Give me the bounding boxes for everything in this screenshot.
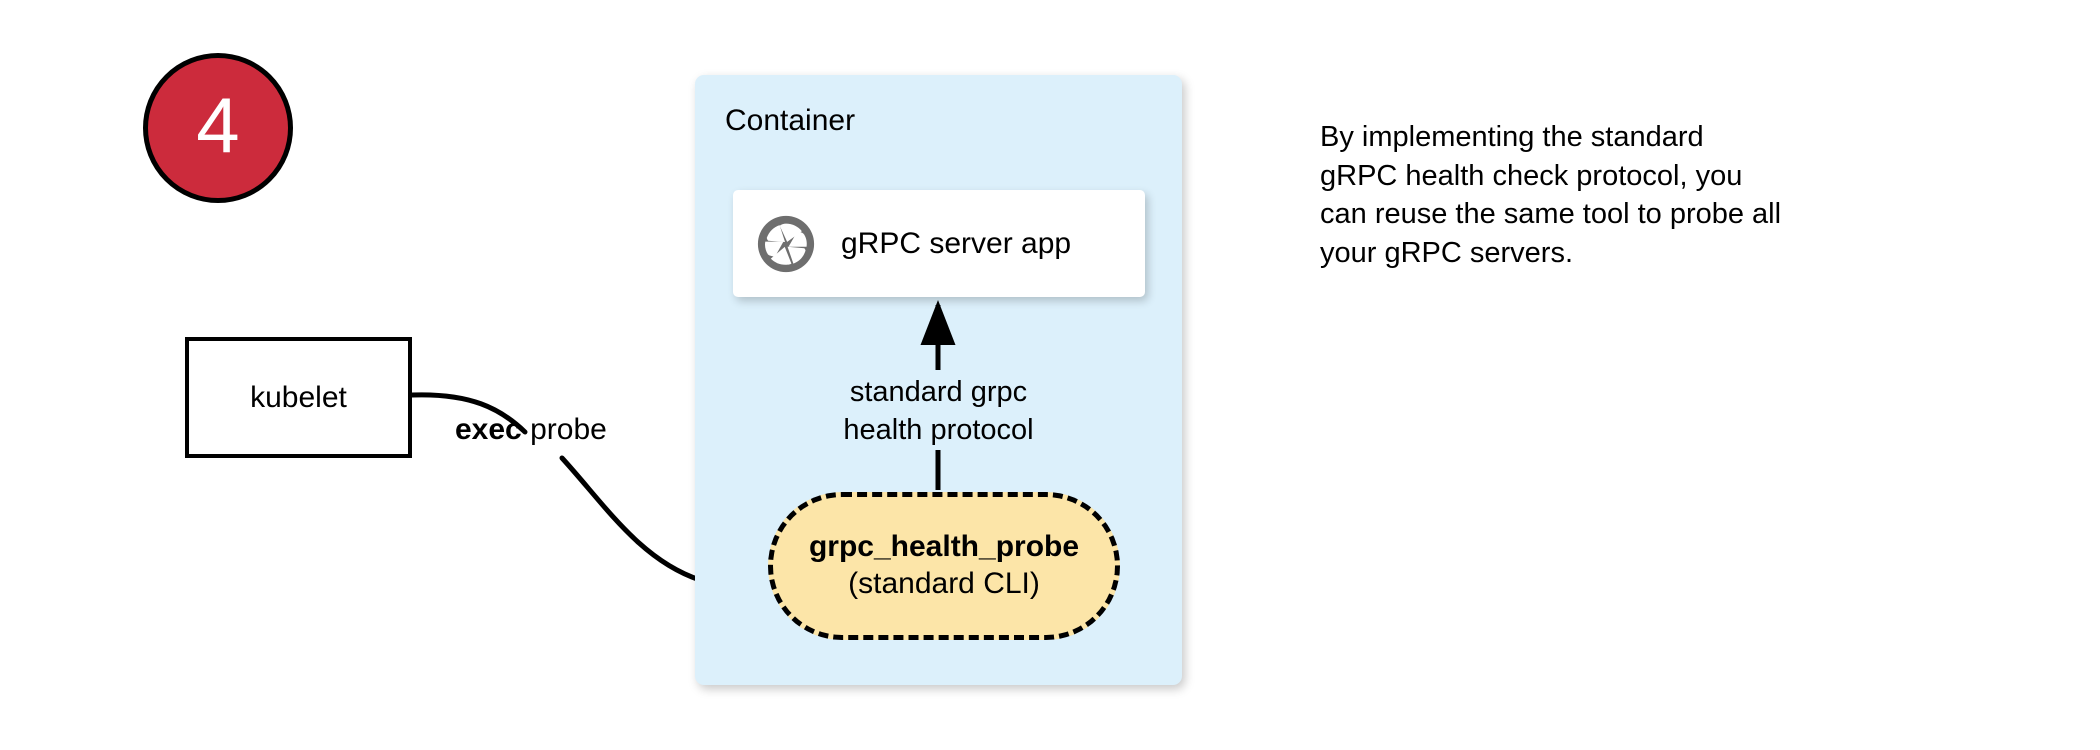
side-note-line-3: can reuse the same tool to probe all bbox=[1320, 198, 1782, 231]
grpc-health-probe-name: grpc_health_probe bbox=[808, 530, 1080, 564]
kubelet-node[interactable]: kubelet bbox=[185, 337, 412, 458]
grpc-server-app-node[interactable]: gRPC server app bbox=[733, 190, 1145, 297]
exec-probe-keyword: exec bbox=[455, 413, 522, 446]
exec-probe-suffix: probe bbox=[521, 413, 607, 446]
protocol-edge-label: standard grpc health protocol bbox=[695, 373, 1182, 450]
exec-probe-edge-label: exec probe bbox=[455, 412, 607, 448]
kubelet-label: kubelet bbox=[250, 380, 347, 414]
aperture-icon bbox=[757, 215, 815, 272]
grpc-health-probe-node[interactable]: grpc_health_probe (standard CLI) bbox=[768, 492, 1120, 640]
protocol-edge-label-line2: health protocol bbox=[843, 414, 1034, 447]
grpc-health-probe-subtitle: (standard CLI) bbox=[848, 567, 1040, 600]
side-note-line-4: your gRPC servers. bbox=[1320, 236, 1574, 269]
step-number-text: 4 bbox=[196, 81, 240, 169]
side-note-line-1: By implementing the standard bbox=[1320, 121, 1704, 153]
grpc-server-app-label: gRPC server app bbox=[841, 226, 1072, 260]
side-note-line-2: gRPC health check protocol, you bbox=[1320, 159, 1743, 192]
step-number-badge: 4 bbox=[143, 53, 293, 203]
side-note: By implementing the standard gRPC health… bbox=[1320, 118, 1920, 272]
protocol-edge-label-line1: standard grpc bbox=[849, 376, 1028, 408]
container-title: Container bbox=[725, 104, 856, 137]
